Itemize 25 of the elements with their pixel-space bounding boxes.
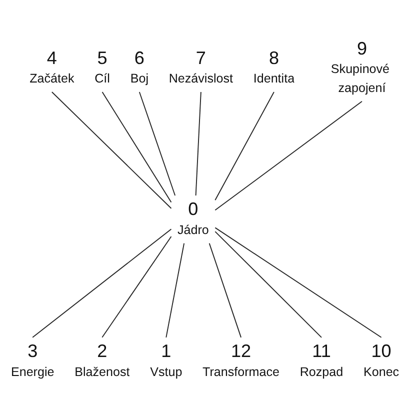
connector (214, 92, 274, 201)
node-text: 10 Konec (364, 340, 400, 379)
connector (166, 242, 185, 338)
connector (214, 231, 322, 338)
connector (51, 92, 172, 209)
node-text: 6 Boj (130, 47, 148, 86)
connector (102, 92, 172, 203)
node-text: 0 Jádro (178, 198, 209, 238)
node-text: 1 Vstup (150, 340, 182, 379)
node-text: 8 Identita (253, 47, 295, 86)
node-text: 9 Skupinové zapojení (330, 38, 390, 96)
connector (32, 228, 172, 338)
node-text: 3 Energie (10, 340, 54, 379)
connector (214, 100, 362, 211)
connector (138, 92, 176, 196)
node-text: 5 Cíl (94, 47, 110, 86)
connector (208, 242, 242, 338)
node-text: 12 Transformace (202, 340, 280, 379)
node-text: 2 Blaženost (74, 340, 130, 379)
node-text: 4 Začátek (30, 47, 74, 86)
connector (214, 227, 382, 338)
node-text: 7 Nezávislost (168, 47, 234, 86)
node-text: 11 Rozpad (300, 340, 344, 379)
connector (195, 92, 202, 196)
connector (102, 236, 172, 338)
